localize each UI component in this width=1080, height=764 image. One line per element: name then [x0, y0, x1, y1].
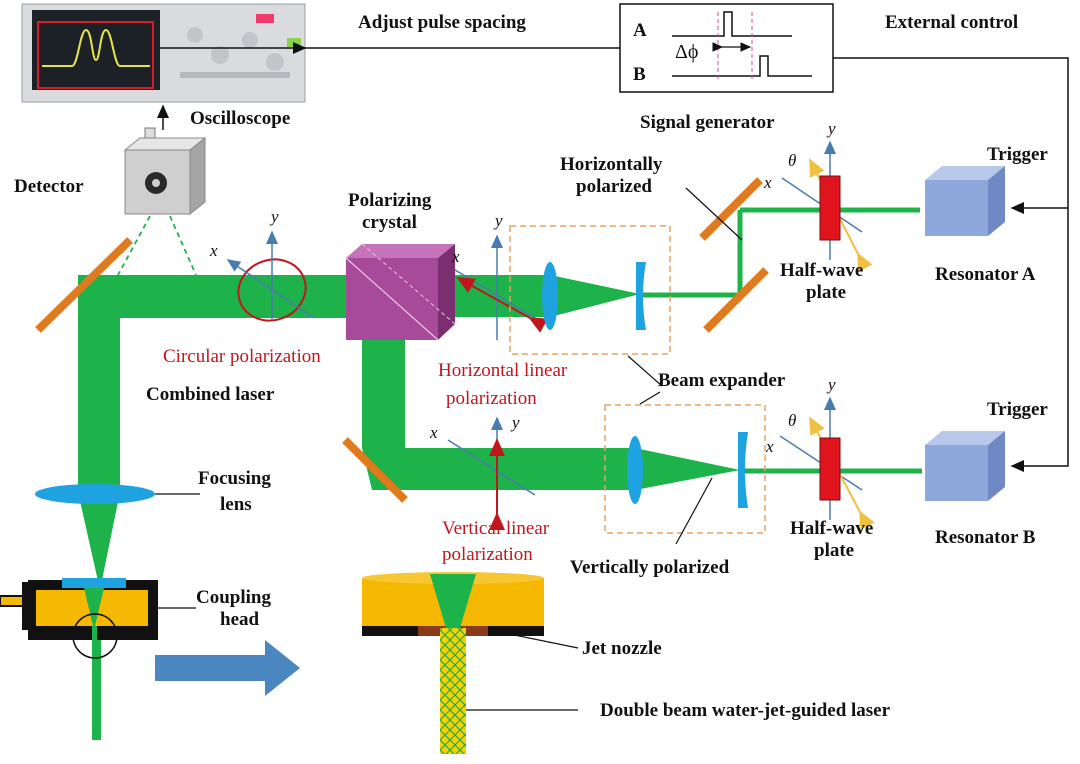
hwp-a-axis-y: y — [826, 119, 836, 138]
vertical-linear-label-1: Vertical linear — [442, 518, 550, 539]
half-wave-plate-a-label-2: plate — [806, 282, 846, 303]
horizontal-linear-label-2: polarization — [446, 388, 537, 409]
hwp-b-theta: θ — [788, 411, 796, 430]
circ-axis-y: y — [269, 207, 279, 226]
horizontally-polarized-label-2: polarized — [576, 176, 652, 197]
beam-expander-b — [604, 404, 766, 534]
half-wave-plate-b — [779, 396, 875, 530]
hlin-axis-x: x — [451, 247, 460, 266]
signal-b-label: B — [633, 64, 646, 85]
half-wave-plate-b-label-1: Half-wave — [790, 518, 873, 539]
vertical-polarization-symbol — [447, 416, 536, 530]
half-wave-plate-b-label-2: plate — [814, 540, 854, 561]
external-control-line — [833, 57, 1069, 472]
circ-axis-x: x — [209, 241, 218, 260]
trigger-a-label: Trigger — [987, 144, 1048, 165]
beam-expander-a — [509, 225, 671, 355]
beam-expander-pointer-b — [639, 391, 661, 405]
magnify-arrow — [155, 640, 300, 696]
focusing-lens — [35, 484, 155, 504]
polarizing-crystal-label-2: crystal — [362, 212, 417, 233]
external-control-label: External control — [885, 12, 1018, 33]
beam-expander-pointer-a — [627, 355, 663, 387]
oscilloscope-photo — [21, 3, 306, 103]
coupling-head-label-1: Coupling — [196, 587, 271, 608]
delta-phi-label: Δϕ — [675, 41, 698, 63]
hwp-a-theta: θ — [788, 151, 796, 170]
horizontally-polarized-pointer — [685, 187, 743, 241]
detector-ray-left — [117, 215, 151, 276]
vertically-polarized-label: Vertically polarized — [570, 557, 730, 578]
circular-polarization-label: Circular polarization — [163, 346, 321, 367]
vlin-axis-x: x — [429, 423, 438, 442]
detector-ray-right — [169, 215, 197, 276]
signal-a-label: A — [633, 20, 647, 41]
horizontally-polarized-label-1: Horizontally — [560, 154, 663, 175]
mirror-lower-branch — [342, 437, 408, 503]
resonator-b — [925, 431, 1005, 501]
trigger-b-label: Trigger — [987, 399, 1048, 420]
beam-expander-label: Beam expander — [658, 370, 786, 391]
oscilloscope-label: Oscilloscope — [190, 108, 290, 129]
polarizing-crystal-label-1: Polarizing — [348, 190, 432, 211]
combined-laser-label: Combined laser — [146, 384, 275, 405]
coupling-head-label-2: head — [220, 609, 260, 630]
horizontal-linear-label-1: Horizontal linear — [438, 360, 568, 381]
double-beam-label: Double beam water-jet-guided laser — [600, 700, 891, 721]
detector-label: Detector — [14, 176, 84, 197]
jet-nozzle-label: Jet nozzle — [582, 638, 662, 659]
signal-generator-box — [619, 3, 834, 93]
vertical-linear-label-2: polarization — [442, 544, 533, 565]
hwp-b-axis-x: x — [765, 437, 774, 456]
mirror-left — [35, 237, 133, 333]
focusing-lens-label-2: lens — [220, 494, 252, 515]
resonator-a — [925, 166, 1005, 236]
signal-generator-label: Signal generator — [640, 112, 775, 133]
resonator-b-label: Resonator B — [935, 527, 1036, 548]
hlin-axis-y: y — [493, 211, 503, 230]
half-wave-plate-a-label-1: Half-wave — [780, 260, 863, 281]
horizontal-polarization-symbol — [454, 234, 548, 340]
hwp-b-axis-y: y — [826, 375, 836, 394]
vlin-axis-y: y — [510, 413, 520, 432]
vertically-polarized-pointer — [675, 477, 713, 545]
resonator-a-label: Resonator A — [935, 264, 1036, 285]
circular-polarization-symbol — [226, 230, 315, 322]
detector — [123, 127, 207, 216]
mirror-a-upper — [699, 177, 763, 241]
coupling-head — [0, 578, 158, 740]
focusing-lens-label-1: Focusing — [198, 468, 271, 489]
polarizing-crystal — [345, 243, 456, 341]
mirror-a-lower — [703, 267, 769, 333]
half-wave-plate-a — [781, 140, 873, 272]
adjust-pulse-spacing-label: Adjust pulse spacing — [358, 12, 526, 33]
jet-nozzle — [362, 572, 544, 754]
hwp-a-axis-x: x — [763, 173, 772, 192]
